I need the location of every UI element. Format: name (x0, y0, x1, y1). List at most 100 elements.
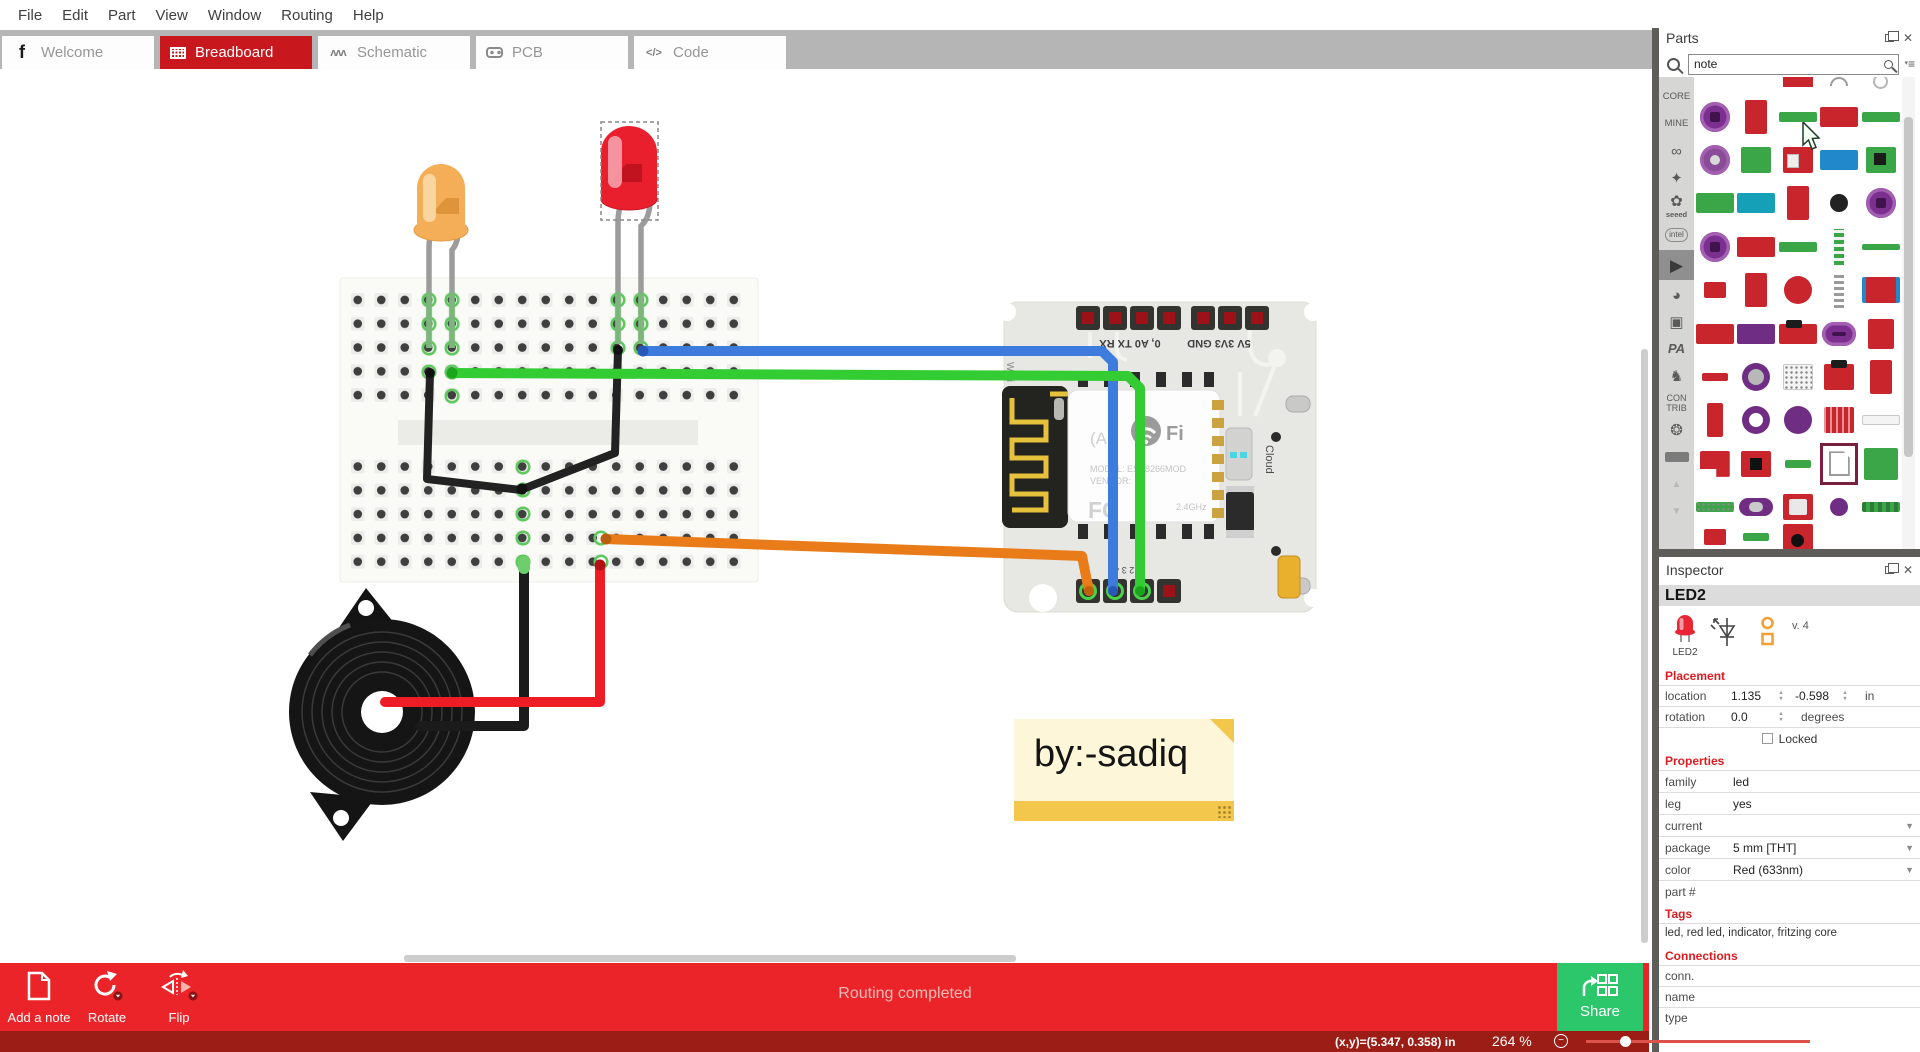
close-panel-icon[interactable]: ✕ (1902, 563, 1913, 577)
part-thumbnail[interactable] (1777, 399, 1819, 442)
part-thumbnail[interactable] (1736, 442, 1778, 485)
part-thumbnail[interactable] (1777, 355, 1819, 398)
part-thumbnail[interactable] (1777, 312, 1819, 355)
part-thumbnail[interactable] (1694, 399, 1736, 442)
part-thumbnail[interactable] (1694, 95, 1736, 138)
part-thumbnail[interactable] (1736, 77, 1778, 95)
part-thumbnail[interactable] (1819, 225, 1861, 268)
parts-category-tab[interactable]: ▣ (1659, 310, 1694, 334)
part-thumbnail[interactable] (1819, 182, 1861, 225)
part-thumbnail[interactable] (1777, 523, 1819, 549)
spinner-icon[interactable] (1775, 711, 1787, 723)
part-thumbnail[interactable] (1736, 312, 1778, 355)
property-value[interactable]: 5 mm [THT] (1733, 840, 1797, 855)
panel-splitter[interactable] (1659, 549, 1920, 557)
share-button[interactable]: Share (1557, 963, 1643, 1031)
sticky-note[interactable]: by:-sadiq (1014, 719, 1234, 821)
rotate-button[interactable]: Rotate (68, 969, 146, 1025)
parts-category-tab[interactable]: CORE (1659, 85, 1694, 109)
part-thumbnail[interactable] (1819, 399, 1861, 442)
part-thumbnail[interactable] (1736, 355, 1778, 398)
view-tab[interactable]: Code (634, 36, 786, 69)
part-thumbnail[interactable] (1819, 355, 1861, 398)
wire-orange[interactable] (601, 534, 1094, 596)
wire-black-buzzer[interactable] (415, 565, 529, 731)
part-thumbnail[interactable] (1694, 77, 1736, 95)
part-thumbnail[interactable] (1819, 312, 1861, 355)
view-tab[interactable]: Breadboard (160, 36, 312, 69)
wire-green[interactable] (447, 368, 1145, 596)
parts-category-tab[interactable]: MINE (1659, 112, 1694, 136)
part-thumbnail[interactable] (1694, 312, 1736, 355)
parts-category-tab[interactable] (1659, 445, 1694, 469)
breadboard-canvas[interactable]: 0, A0 TX RX 5V 3V3 GND WiFi (0, 69, 1652, 963)
esp-top-pins[interactable] (1076, 306, 1269, 330)
wire-black-1[interactable] (423, 369, 525, 494)
canvas-vertical-scrollbar[interactable] (1641, 349, 1648, 943)
parts-scrollbar-thumb[interactable] (1904, 117, 1913, 457)
part-thumbnail[interactable] (1736, 399, 1778, 442)
part-thumbnail[interactable] (1819, 138, 1861, 181)
part-thumbnail[interactable] (1819, 486, 1861, 529)
search-options-icon[interactable]: ≡ (1902, 57, 1917, 71)
part-thumbnail[interactable] (1777, 138, 1819, 181)
wire-red[interactable] (380, 561, 605, 707)
part-thumbnail[interactable] (1819, 95, 1861, 138)
parts-category-tab[interactable]: ▲ (1659, 472, 1694, 496)
part-thumbnail[interactable] (1777, 486, 1819, 529)
part-thumbnail[interactable] (1860, 269, 1902, 312)
parts-search-input[interactable] (1694, 57, 1881, 71)
property-value[interactable]: led (1733, 774, 1750, 789)
part-thumbnail[interactable] (1860, 225, 1902, 268)
led-red-selected[interactable] (600, 121, 659, 344)
flip-button[interactable]: Flip (140, 969, 218, 1025)
part-thumbnail[interactable] (1860, 312, 1902, 355)
note-text[interactable]: by:-sadiq (1034, 733, 1189, 775)
part-thumbnail[interactable] (1736, 182, 1778, 225)
breadboard-view-icon[interactable]: LED2 (1665, 612, 1705, 658)
rotation-value[interactable]: 0.0 (1731, 710, 1748, 724)
pcb-view-icon[interactable] (1759, 615, 1776, 647)
close-panel-icon[interactable]: ✕ (1902, 31, 1913, 45)
part-thumbnail[interactable] (1860, 138, 1902, 181)
part-thumbnail[interactable] (1694, 528, 1736, 545)
menu-item[interactable]: View (155, 6, 188, 24)
parts-scrollbar[interactable] (1902, 77, 1915, 549)
property-value[interactable]: Red (633nm) (1733, 862, 1804, 877)
part-thumbnail[interactable] (1860, 486, 1902, 529)
part-thumbnail[interactable] (1694, 182, 1736, 225)
menu-item[interactable]: Edit (62, 6, 89, 24)
part-thumbnail[interactable] (1694, 486, 1736, 529)
led-yellow[interactable] (413, 164, 469, 348)
part-thumbnail[interactable] (1860, 442, 1902, 485)
view-tab[interactable]: Schematic (318, 36, 470, 69)
perfboard[interactable] (339, 277, 759, 583)
part-thumbnail[interactable] (1777, 182, 1819, 225)
schematic-view-icon[interactable] (1709, 615, 1745, 649)
panel-divider[interactable] (1652, 28, 1659, 1052)
parts-category-tab[interactable]: ▶ (1659, 250, 1694, 280)
zoom-slider-thumb[interactable] (1620, 1036, 1631, 1047)
parts-category-tab[interactable]: ✿ seeed (1659, 193, 1694, 220)
part-thumbnail[interactable] (1860, 77, 1902, 95)
menu-item[interactable]: Help (352, 6, 384, 24)
spinner-icon[interactable] (1775, 690, 1787, 702)
part-thumbnail[interactable] (1819, 269, 1861, 312)
search-submit-icon[interactable] (1884, 59, 1894, 69)
part-thumbnail[interactable] (1736, 269, 1778, 312)
part-thumbnail[interactable] (1777, 269, 1819, 312)
note-resize-grip[interactable] (1217, 805, 1231, 818)
wire-blue[interactable] (638, 346, 1118, 596)
menu-item[interactable]: File (18, 6, 43, 24)
parts-category-tab[interactable]: ❂ (1659, 418, 1694, 442)
canvas-horizontal-scrollbar[interactable] (404, 955, 1016, 962)
part-thumbnail[interactable] (1777, 95, 1819, 138)
part-thumbnail[interactable] (1694, 442, 1736, 485)
float-panel-icon[interactable] (1884, 563, 1899, 574)
part-thumbnail[interactable] (1736, 486, 1778, 529)
part-thumbnail[interactable] (1860, 399, 1902, 442)
menu-item[interactable]: Window (207, 6, 262, 24)
part-thumbnail[interactable] (1694, 355, 1736, 398)
parts-category-tab[interactable]: PA (1659, 337, 1694, 361)
part-thumbnail[interactable] (1777, 225, 1819, 268)
